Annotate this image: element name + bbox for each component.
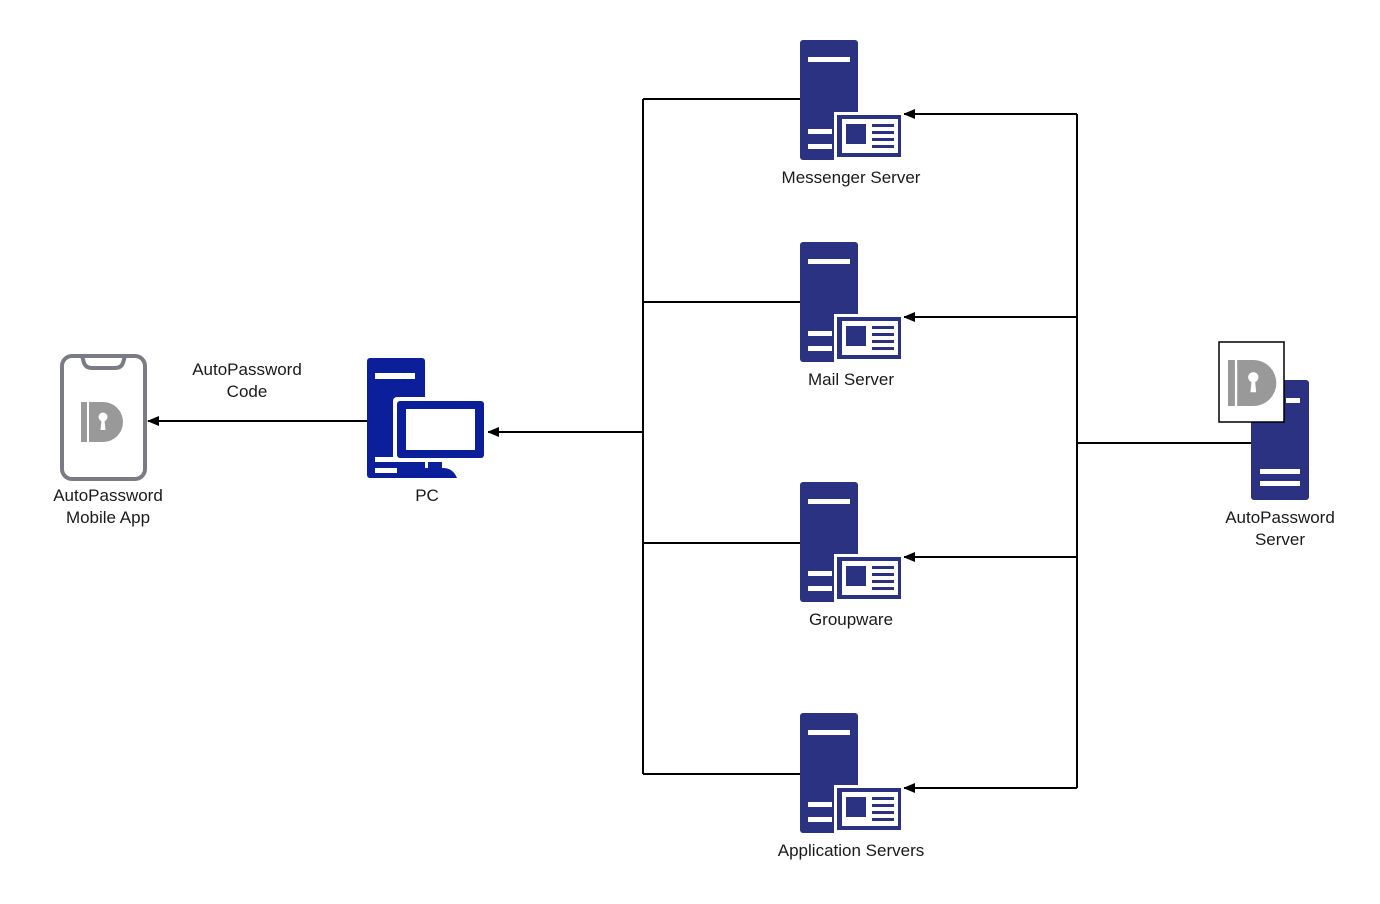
pc-node: PC (367, 358, 488, 505)
mobile-app-label-line2: Mobile App (66, 508, 150, 527)
web-server-icon (800, 40, 904, 160)
desktop-pc-icon (367, 358, 488, 478)
autopassword-logo-badge (1218, 341, 1285, 423)
application-servers-node: Application Servers (778, 713, 924, 860)
messenger-server-label: Messenger Server (782, 168, 921, 187)
mobile-app-label-line1: AutoPassword (53, 486, 163, 505)
mobile-app-node: AutoPassword Mobile App (53, 354, 163, 527)
autopassword-server-node: AutoPassword Server (1218, 341, 1335, 549)
groupware-label: Groupware (809, 610, 893, 629)
mail-server-node: Mail Server (800, 242, 904, 389)
pc-label: PC (415, 486, 439, 505)
code-edge-label-line2: Code (227, 382, 268, 401)
groupware-node: Groupware (800, 482, 904, 629)
web-server-icon (800, 242, 904, 362)
connectors (147, 98, 1252, 793)
code-edge-label-line1: AutoPassword (192, 360, 302, 379)
web-server-icon (800, 482, 904, 602)
messenger-server-node: Messenger Server (782, 40, 921, 187)
application-servers-label: Application Servers (778, 841, 924, 860)
mail-server-label: Mail Server (808, 370, 894, 389)
autopassword-server-label-line1: AutoPassword (1225, 508, 1335, 527)
autopassword-server-label-line2: Server (1255, 530, 1305, 549)
web-server-icon (800, 713, 904, 833)
smartphone-icon (60, 354, 147, 481)
